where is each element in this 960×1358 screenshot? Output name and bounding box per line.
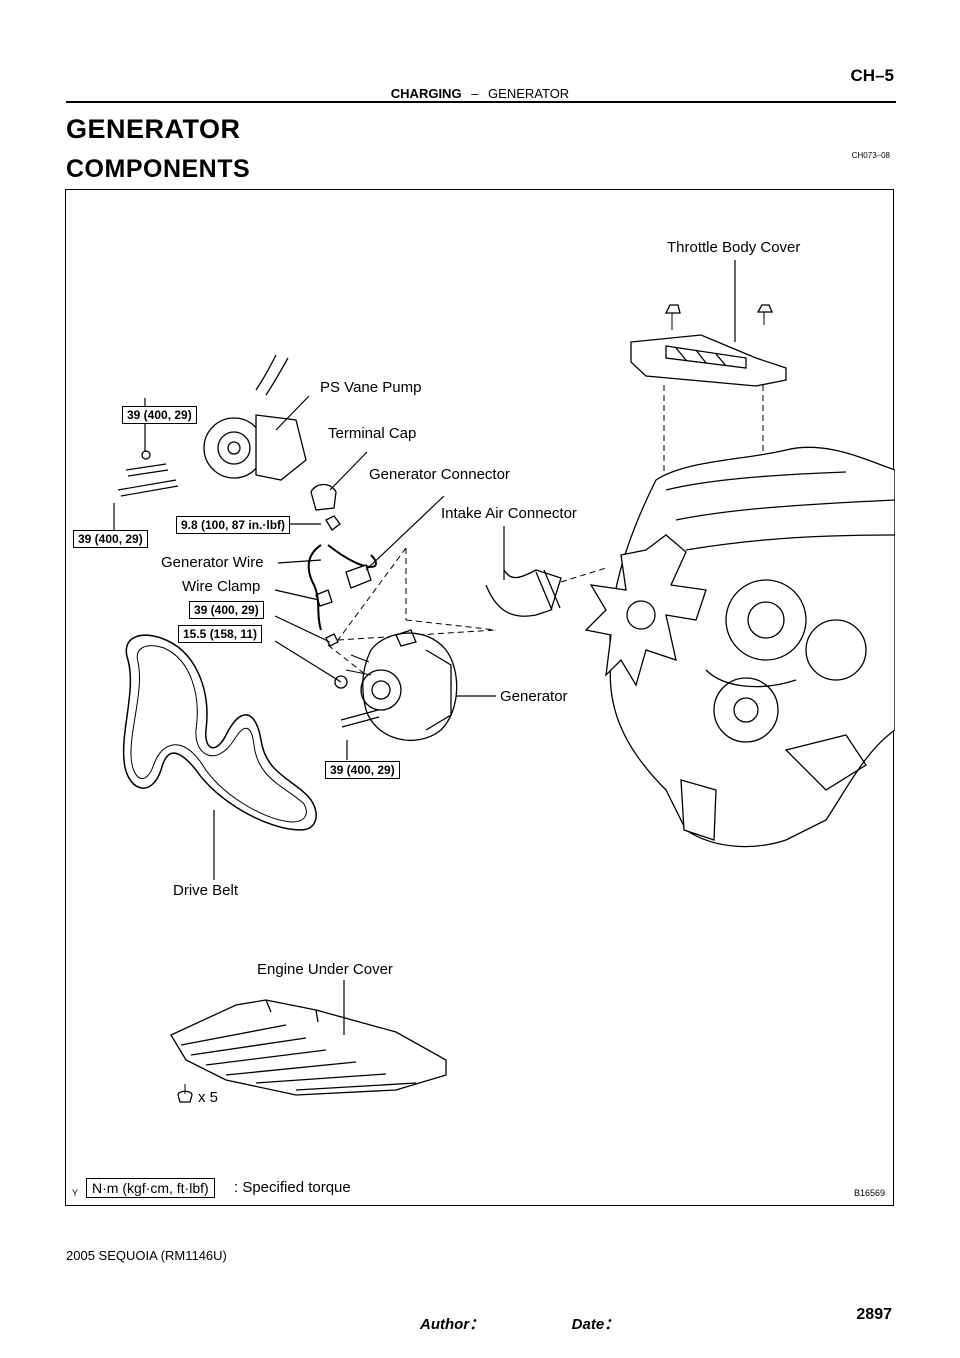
exploded-view-drawing — [113, 260, 895, 1103]
torque-terminal-nut: 9.8 (100, 87 in.·lbf) — [176, 516, 291, 534]
label-terminal-cap: Terminal Cap — [328, 425, 417, 442]
label-ps-vane-pump: PS Vane Pump — [320, 379, 422, 396]
header-section: CHARGING — [390, 86, 462, 101]
engine-under-cover-drawing — [170, 999, 447, 1103]
label-generator-wire: Generator Wire — [161, 554, 264, 571]
label-intake-air-connector: Intake Air Connector — [441, 505, 577, 522]
engine-drawing — [584, 446, 895, 848]
author-date: Author： Date： — [420, 1316, 620, 1333]
model-info: 2005 SEQUOIA (RM1146U) — [66, 1248, 227, 1263]
label-wire-clamp: Wire Clamp — [182, 578, 261, 595]
header-subsection: GENERATOR — [488, 86, 570, 101]
label-engine-under-cover: Engine Under Cover — [257, 961, 393, 978]
leader-lines — [113, 260, 736, 1035]
torque-wire-clamp-bolt: 39 (400, 29) — [189, 601, 264, 619]
label-generator: Generator — [500, 688, 568, 705]
figure-left-mark: Y — [72, 1188, 79, 1198]
torque-ps-pump-bolt: 39 (400, 29) — [73, 530, 148, 548]
page-number: 2897 — [856, 1306, 892, 1323]
drive-belt-drawing — [122, 634, 317, 831]
doc-code: CH073–08 — [851, 151, 890, 160]
label-bolt-count: x 5 — [198, 1089, 219, 1106]
header-separator: – — [471, 86, 479, 101]
legend-unit-box: N·m (kgf·cm, ft·lbf) — [86, 1178, 215, 1198]
page-title: GENERATOR — [66, 114, 241, 144]
section-title: COMPONENTS — [66, 155, 251, 183]
figure-code: B16569 — [853, 1188, 885, 1198]
torque-ps-pump-top: 39 (400, 29) — [122, 406, 197, 424]
label-generator-connector: Generator Connector — [369, 466, 510, 483]
torque-generator-lower: 39 (400, 29) — [325, 761, 400, 779]
header-rule — [66, 101, 896, 103]
label-drive-belt: Drive Belt — [173, 882, 239, 899]
generator-drawing — [327, 629, 458, 742]
legend-text: : Specified torque — [234, 1179, 351, 1196]
ps-vane-pump-drawing — [117, 354, 307, 497]
terminal-cap-drawing — [310, 483, 341, 531]
intake-air-connector-drawing — [485, 567, 607, 617]
torque-generator-upper: 15.5 (158, 11) — [178, 625, 263, 643]
running-header: CHARGING – GENERATOR — [0, 86, 960, 101]
page-code: CH–5 — [850, 66, 894, 85]
label-throttle-body-cover: Throttle Body Cover — [667, 239, 801, 256]
generator-wire-drawing — [307, 544, 497, 647]
components-figure: Throttle Body Cover PS Vane Pump Termina… — [65, 189, 895, 1206]
